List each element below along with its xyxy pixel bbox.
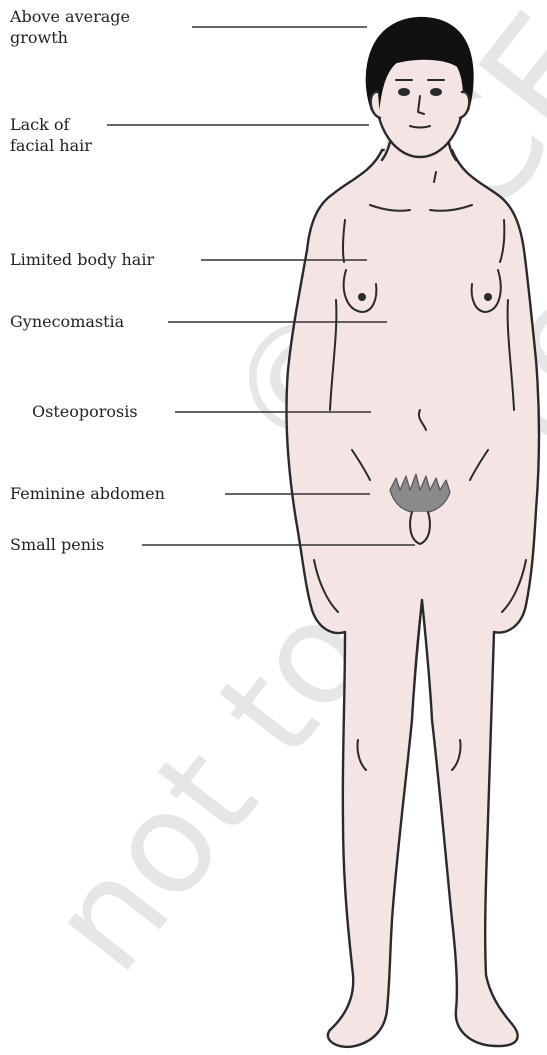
left-nipple (359, 294, 365, 300)
right-nipple (485, 294, 491, 300)
label-limited-body-hair: Limited body hair (10, 249, 154, 270)
label-growth-line1: Above average (10, 6, 130, 27)
label-feminine-abdomen: Feminine abdomen (10, 483, 165, 504)
label-facial-line1: Lack of (10, 114, 92, 135)
label-gynecomastia: Gynecomastia (10, 311, 124, 332)
right-eye (431, 89, 441, 95)
genitals (410, 512, 430, 544)
label-lack-of-facial-hair: Lack of facial hair (10, 114, 92, 156)
left-eye (399, 89, 409, 95)
label-small-penis: Small penis (10, 534, 104, 555)
label-osteoporosis: Osteoporosis (32, 401, 138, 422)
label-facial-line2: facial hair (10, 135, 92, 156)
label-above-average-growth: Above average growth (10, 6, 130, 48)
label-growth-line2: growth (10, 27, 130, 48)
